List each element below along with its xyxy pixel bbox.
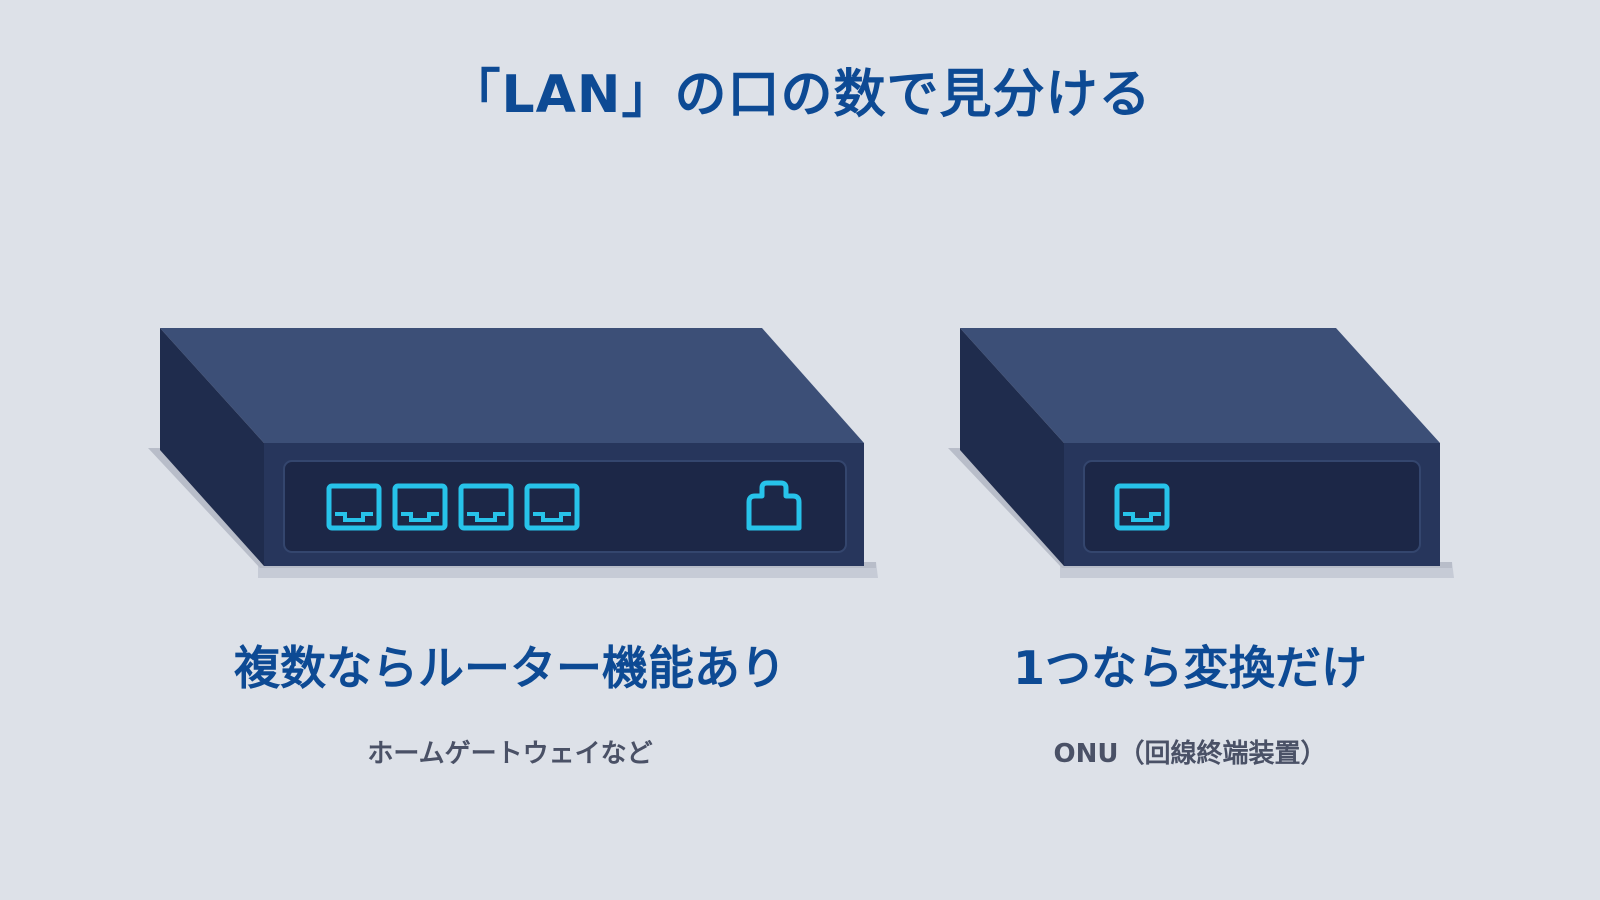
page-title: 「LAN」の口の数で見分ける xyxy=(448,65,1152,125)
ethernet-port-icon xyxy=(326,483,382,531)
onu-port-panel xyxy=(1083,460,1421,553)
ethernet-port-icon xyxy=(524,483,580,531)
onu-top-face xyxy=(960,328,1440,443)
router-top-face xyxy=(160,328,864,443)
router-port-panel xyxy=(283,460,847,553)
onu-heading: 1つなら変換だけ xyxy=(1012,641,1367,695)
onu-note: ONU（回線終端装置） xyxy=(1053,739,1327,769)
ethernet-port-icon xyxy=(1114,483,1170,531)
router-heading: 複数ならルーター機能あり xyxy=(234,641,786,695)
wan-port-icon xyxy=(746,480,802,531)
ethernet-port-icon xyxy=(392,483,448,531)
router-side-face xyxy=(160,328,264,566)
onu-device xyxy=(948,328,1454,578)
onu-side-face xyxy=(960,328,1064,566)
router-note: ホームゲートウェイなど xyxy=(367,739,653,769)
ethernet-port-icon xyxy=(458,483,514,531)
router-device xyxy=(148,328,878,578)
